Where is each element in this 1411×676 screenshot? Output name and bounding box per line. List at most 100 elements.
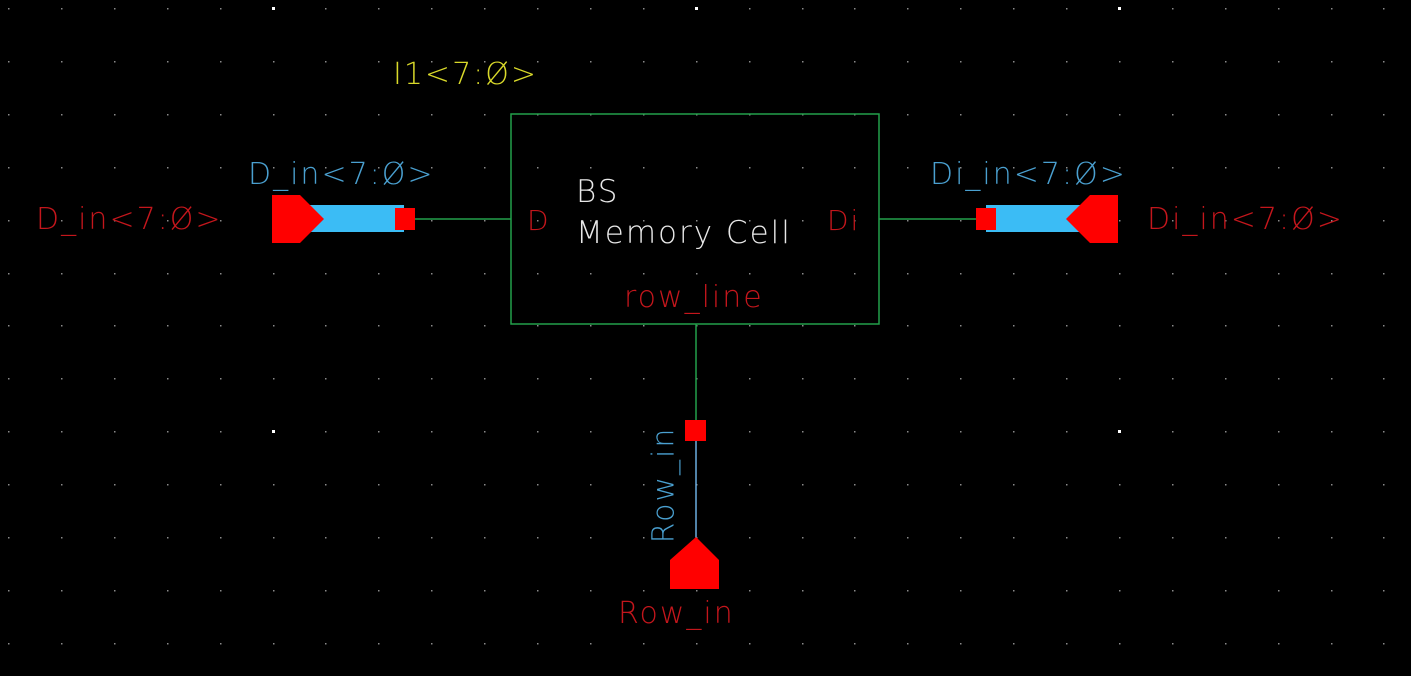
grid-dot	[854, 325, 856, 327]
grid-dot	[1172, 325, 1174, 327]
grid-dot	[749, 590, 751, 592]
grid-dot	[1013, 378, 1015, 380]
grid-dot	[1066, 643, 1068, 645]
grid-dot	[114, 8, 116, 10]
grid-dot	[960, 8, 962, 10]
grid-dot	[1225, 431, 1227, 433]
grid-dot	[1013, 484, 1015, 486]
grid-dot	[537, 8, 539, 10]
grid-dot	[431, 378, 433, 380]
grid-dot	[220, 484, 222, 486]
grid-dot	[220, 220, 222, 222]
grid-dot	[749, 273, 751, 275]
grid-dot	[537, 325, 539, 327]
grid-dot	[590, 167, 592, 169]
grid-dot	[167, 61, 169, 63]
grid-dot	[1119, 167, 1121, 169]
grid-dot	[1066, 167, 1068, 169]
grid-dot	[1278, 167, 1280, 169]
grid-dot	[643, 484, 645, 486]
grid-dot	[167, 643, 169, 645]
grid-dot	[1331, 220, 1333, 222]
grid-dot	[220, 643, 222, 645]
grid-dot	[378, 590, 380, 592]
grid-dot	[960, 378, 962, 380]
grid-dot	[220, 61, 222, 63]
grid-dot	[167, 220, 169, 222]
grid-dot	[643, 643, 645, 645]
grid-dot	[802, 643, 804, 645]
grid-dot	[590, 8, 592, 10]
grid-dot	[590, 537, 592, 539]
grid-dot	[1066, 114, 1068, 116]
grid-dot	[1119, 114, 1121, 116]
grid-dot	[167, 431, 169, 433]
grid-dot	[960, 114, 962, 116]
grid-dot	[802, 378, 804, 380]
cell-title-line1: BS	[576, 174, 620, 210]
grid-dot	[61, 114, 63, 116]
grid-dot	[802, 484, 804, 486]
grid-dot	[1278, 8, 1280, 10]
pin-di-in[interactable]	[976, 195, 1118, 243]
grid-dot	[1383, 61, 1385, 63]
grid-dot	[1172, 114, 1174, 116]
grid-dot	[1172, 167, 1174, 169]
grid-dot	[273, 273, 275, 275]
grid-dot	[907, 61, 909, 63]
grid-dot	[431, 643, 433, 645]
grid-dot	[1066, 273, 1068, 275]
grid-dot	[537, 590, 539, 592]
grid-dot	[484, 590, 486, 592]
grid-dot	[61, 8, 63, 10]
grid-dot	[854, 220, 856, 222]
grid-dot	[749, 431, 751, 433]
grid-dot	[484, 378, 486, 380]
grid-dot	[484, 273, 486, 275]
grid-dot	[1331, 114, 1333, 116]
grid-dot	[696, 590, 698, 592]
grid-dot	[537, 167, 539, 169]
grid-dot	[61, 378, 63, 380]
grid-dot	[167, 590, 169, 592]
grid-dot	[1225, 273, 1227, 275]
grid-dot	[1331, 378, 1333, 380]
grid-dot	[802, 537, 804, 539]
pin-row-in[interactable]	[670, 420, 719, 589]
grid-dot	[590, 484, 592, 486]
grid-dot	[696, 220, 698, 222]
grid-dot	[61, 325, 63, 327]
grid-dot	[431, 431, 433, 433]
grid-dot	[167, 114, 169, 116]
grid-dot	[1066, 431, 1068, 433]
grid-dot	[960, 643, 962, 645]
grid-dot	[802, 8, 804, 10]
grid-dot	[643, 537, 645, 539]
grid-dot	[325, 167, 327, 169]
grid-dot	[114, 484, 116, 486]
input-pin-icon	[272, 195, 324, 243]
grid-dot	[61, 431, 63, 433]
grid-dot	[167, 378, 169, 380]
grid-dot	[325, 273, 327, 275]
grid-dot	[907, 590, 909, 592]
pin-d-in[interactable]	[272, 195, 415, 243]
grid-dot	[61, 273, 63, 275]
grid-dot	[1172, 537, 1174, 539]
grid-dot	[1331, 167, 1333, 169]
grid-dot	[749, 325, 751, 327]
grid-dot	[1383, 273, 1385, 275]
grid-dot	[1331, 643, 1333, 645]
grid-dot	[1172, 273, 1174, 275]
grid-dot	[537, 431, 539, 433]
grid-dot	[1278, 537, 1280, 539]
grid-dot	[590, 643, 592, 645]
grid-dot	[378, 273, 380, 275]
grid-dot	[1225, 114, 1227, 116]
grid-dot	[1383, 537, 1385, 539]
grid-dot	[1066, 378, 1068, 380]
grid-dot	[643, 273, 645, 275]
grid-dot	[1013, 590, 1015, 592]
grid-dot	[854, 8, 856, 10]
